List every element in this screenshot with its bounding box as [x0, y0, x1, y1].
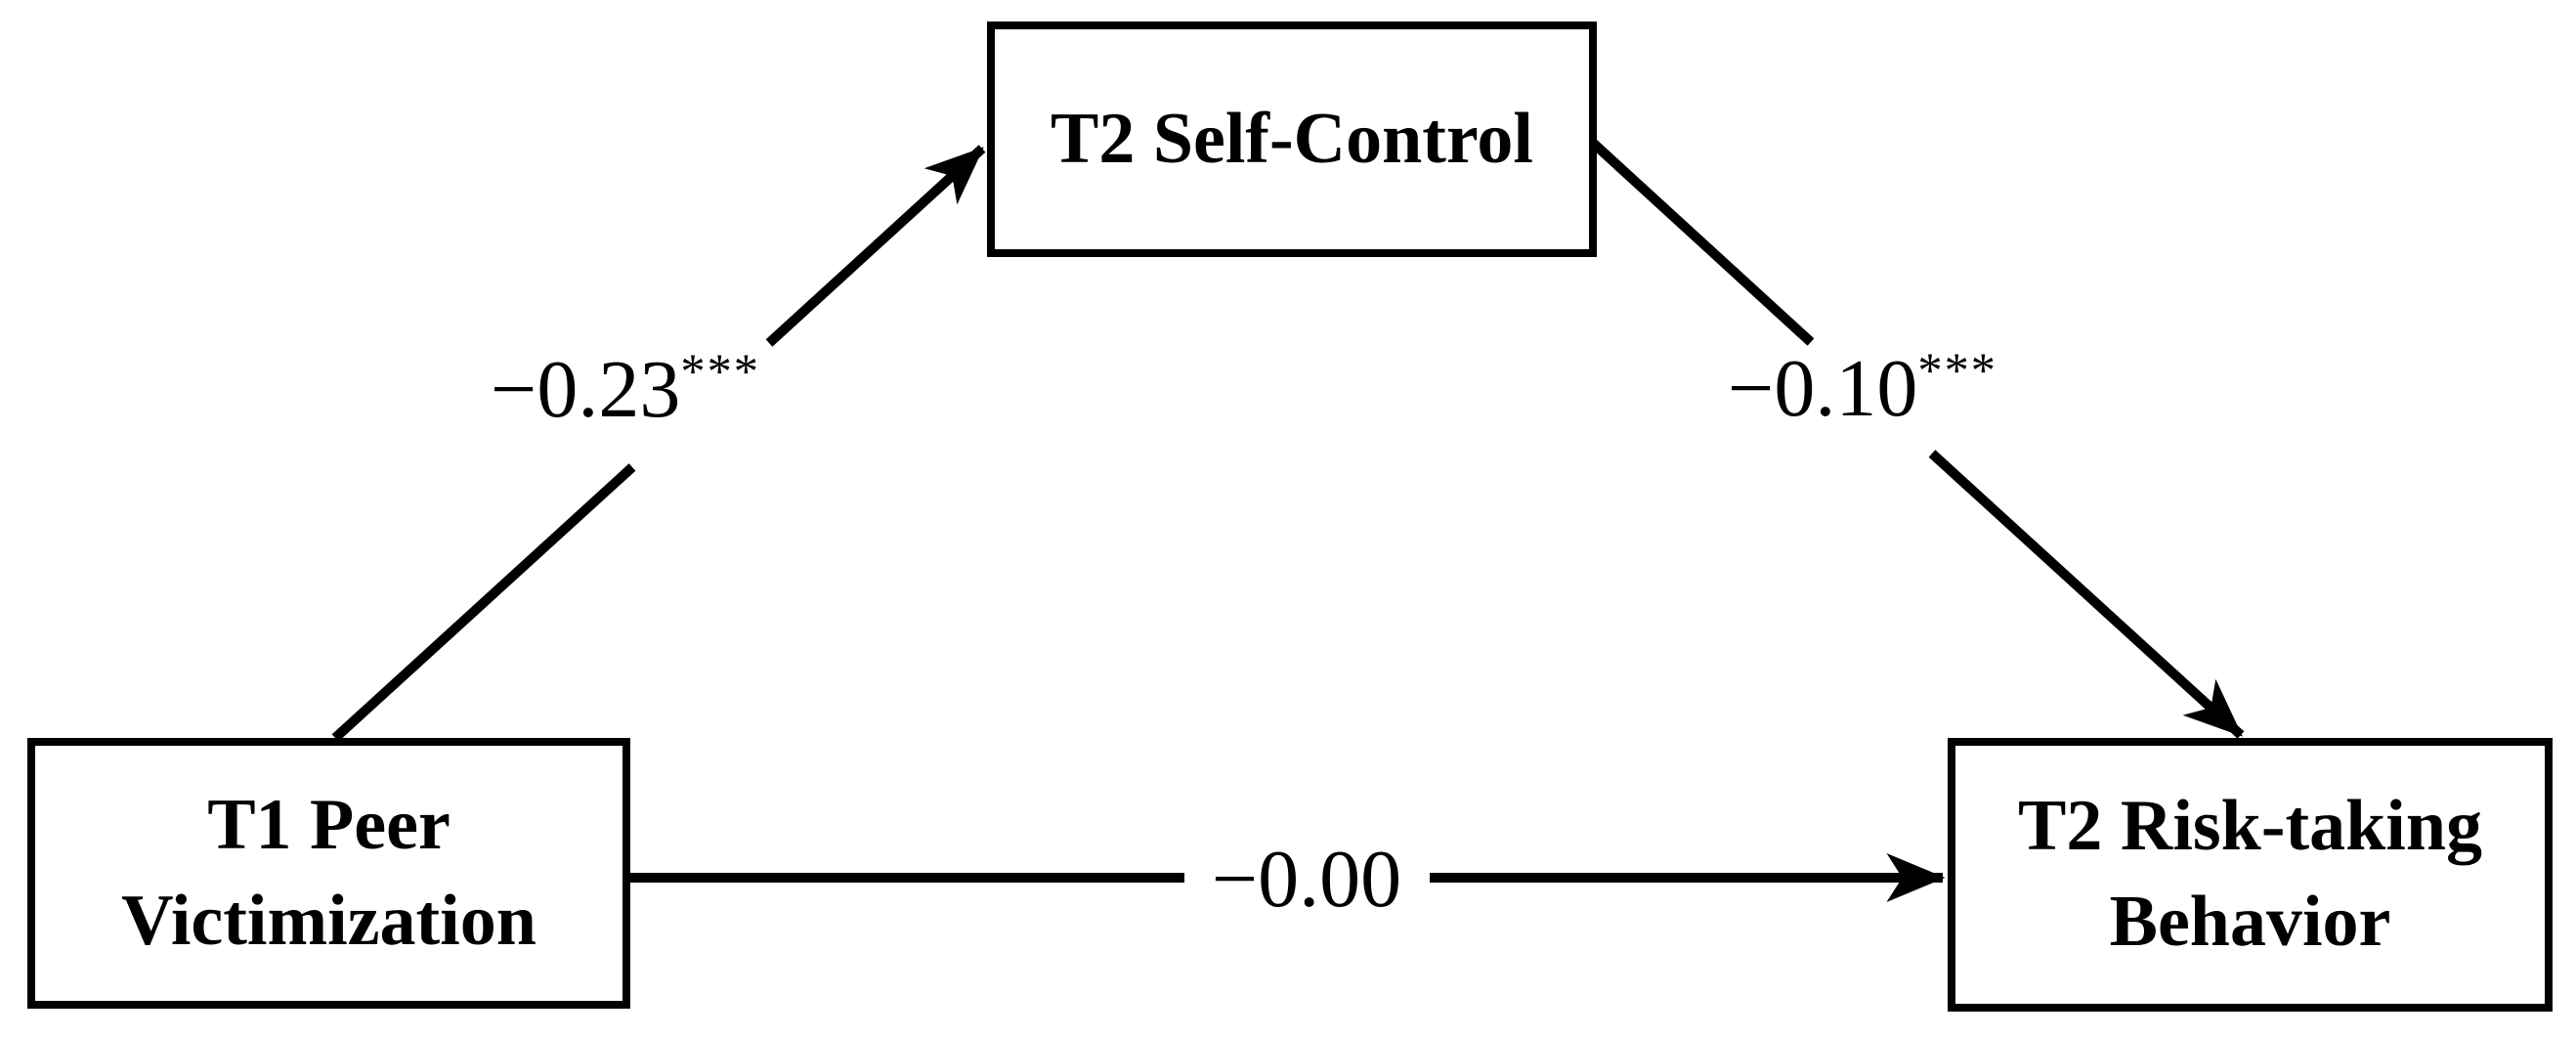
path-b-coefficient: −0.10*** [1728, 346, 1997, 430]
path-b-significance: *** [1917, 343, 1997, 398]
path-a-coefficient: −0.23*** [491, 347, 760, 431]
path-b-segment-upper [1590, 140, 1815, 346]
mediator-label-text: T2 Self-Control [1050, 98, 1533, 179]
predictor-box: T1 Peer Victimization [27, 738, 630, 1009]
path-c-value: −0.00 [1211, 834, 1402, 925]
predictor-label-line2: Victimization [121, 880, 537, 961]
outcome-label: T2 Risk-taking Behavior [2018, 779, 2482, 970]
outcome-box: T2 Risk-taking Behavior [1948, 738, 2553, 1012]
path-a-segment-lower [331, 463, 636, 742]
mediator-box: T2 Self-Control [987, 22, 1597, 257]
path-c-coefficient: −0.00 [1212, 839, 1401, 921]
path-a-value: −0.23 [491, 344, 681, 435]
path-b-arrow [1928, 450, 2245, 739]
mediator-label: T2 Self-Control [1051, 92, 1533, 188]
path-a-significance: *** [680, 344, 760, 399]
outcome-label-line2: Behavior [2109, 882, 2391, 962]
outcome-label-line1: T2 Risk-taking [2018, 786, 2482, 867]
predictor-label-line1: T1 Peer [207, 784, 451, 865]
predictor-label: T1 Peer Victimization [121, 778, 537, 969]
path-b-value: −0.10 [1728, 343, 1918, 434]
path-a-arrow [765, 145, 986, 347]
